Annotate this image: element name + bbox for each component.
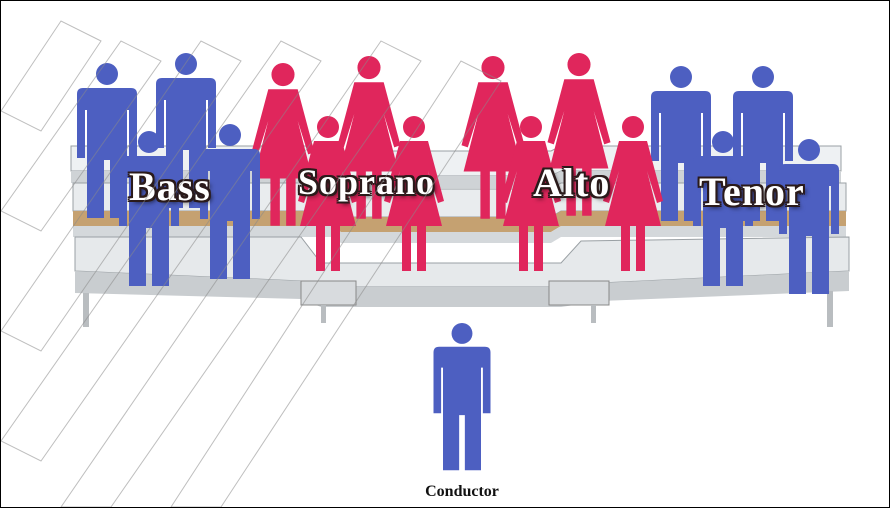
man-icon — [693, 131, 753, 286]
woman-icon — [501, 116, 561, 271]
man-icon — [779, 139, 839, 294]
conductor-label: Conductor — [425, 483, 499, 500]
woman-icon — [547, 53, 611, 216]
section-label-bass: Bass — [129, 164, 211, 209]
section-label-alto: Alto — [533, 160, 611, 205]
woman-icon — [603, 116, 663, 271]
section-label-tenor: Tenor — [699, 169, 805, 214]
section-label-soprano: Soprano — [298, 162, 436, 202]
conductor-figure-icon — [433, 323, 491, 471]
